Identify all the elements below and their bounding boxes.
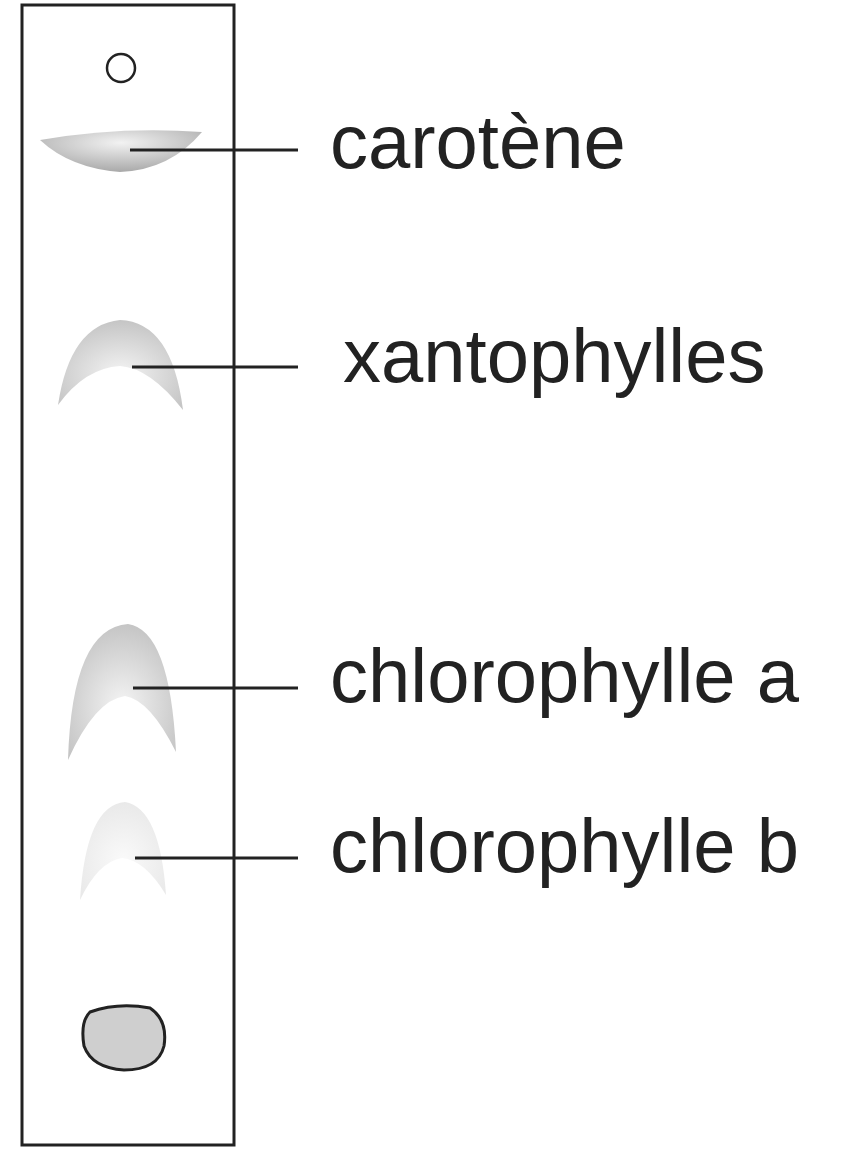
- pigment-label: xantophylles: [343, 316, 766, 396]
- leader-line: [133, 687, 298, 690]
- leader-line: [132, 366, 298, 369]
- pigment-label: carotène: [330, 102, 626, 182]
- chlorophyll-b-spot: [80, 802, 166, 900]
- pigment-label: chlorophylle b: [330, 806, 799, 886]
- pigment-label: chlorophylle a: [330, 636, 799, 716]
- solvent-front-mark: [107, 54, 135, 82]
- xanthophyll-spot: [58, 320, 183, 410]
- chlorophyll-a-spot: [68, 624, 176, 760]
- leader-line: [135, 857, 298, 860]
- leader-line: [130, 149, 298, 152]
- paper-strip: [22, 5, 234, 1145]
- deposit-spot: [83, 1006, 165, 1070]
